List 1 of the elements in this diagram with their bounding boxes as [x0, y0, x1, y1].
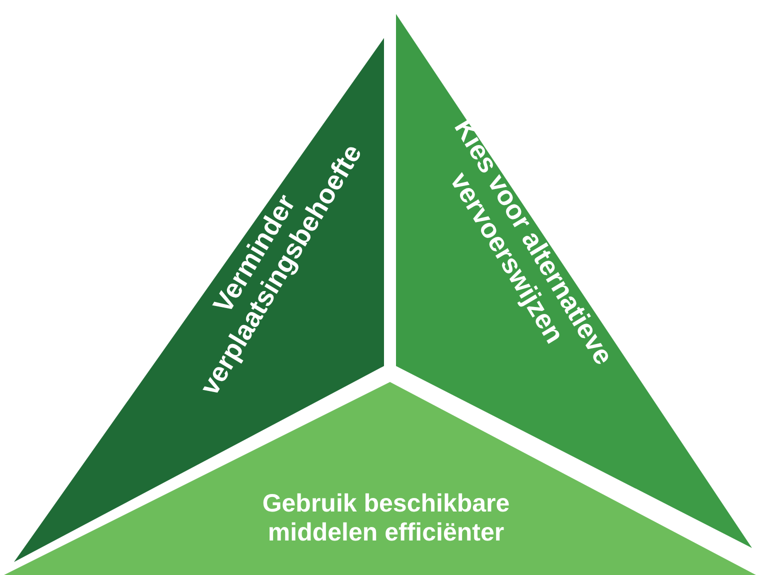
segment-label: Gebruik beschikbare middelen efficiënter — [221, 489, 551, 547]
